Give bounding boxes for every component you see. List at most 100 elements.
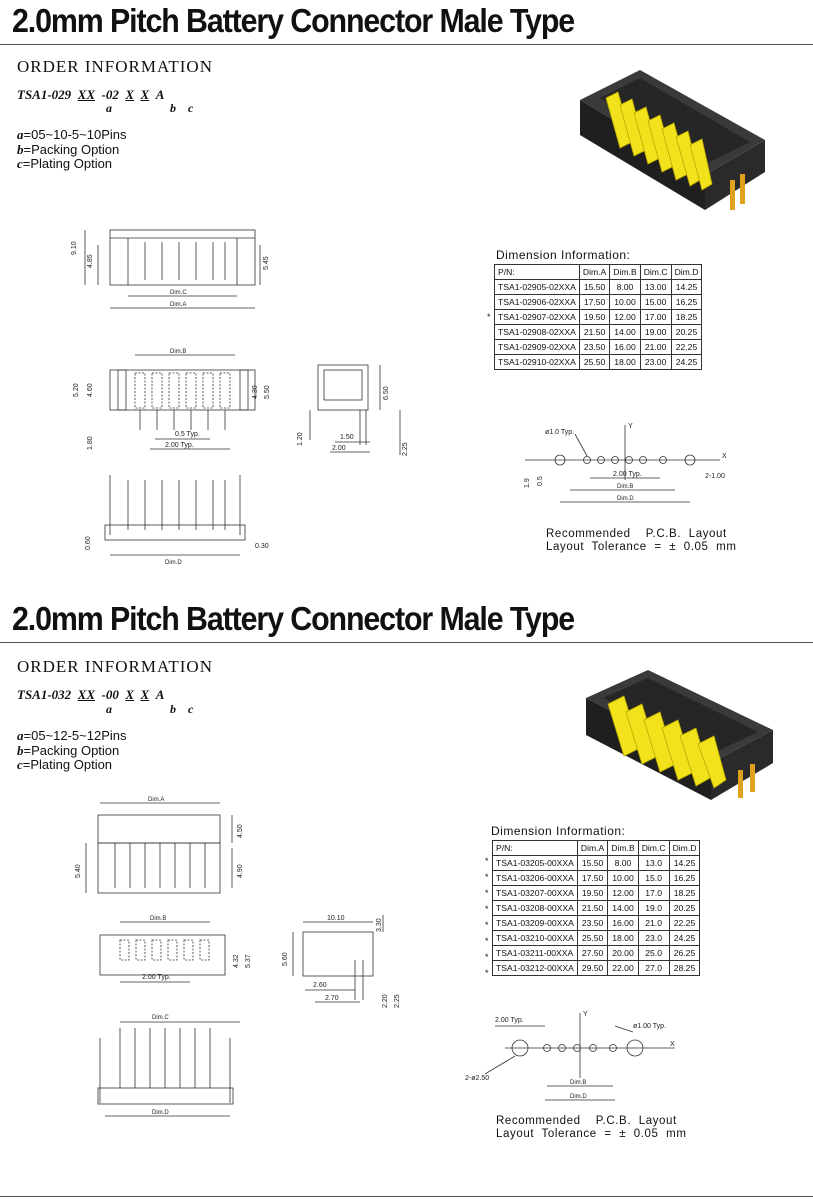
table-cell: 25.0 — [637, 945, 670, 961]
label-5-20: 5.20 — [73, 383, 80, 397]
label-dim-b: Dim.B — [150, 916, 166, 922]
table-cell: 15.0 — [637, 870, 670, 886]
table-cell: TSA1-02907-02XXA — [494, 309, 580, 325]
table-cell: 21.00 — [639, 339, 672, 355]
label-dim-d: Dim.D — [152, 1110, 169, 1116]
row-marker: * — [485, 904, 489, 914]
pcb-dim-d: Dim.D — [617, 496, 634, 502]
label-0-60: 0.60 — [85, 536, 92, 550]
pn-mid: -00 — [101, 687, 119, 702]
pn-c-label: c — [188, 702, 194, 716]
side-view-drawing: 10.10 3.30 5.60 2.60 2.70 2.20 2.25 — [282, 915, 401, 1008]
label-4-30: 4.30 — [252, 385, 259, 399]
label-4-60: 4.60 — [87, 383, 94, 397]
row-marker: * — [485, 888, 489, 898]
table-cell: 28.25 — [668, 960, 701, 976]
table-cell: TSA1-03208-00XXA — [492, 900, 578, 916]
table-cell: 19.50 — [578, 309, 611, 325]
pcb-x-axis: X — [670, 1041, 675, 1048]
option-c: c=Plating Option — [17, 156, 113, 171]
table-header-cell: Dim.B — [607, 840, 639, 856]
label-dim-c: Dim.C — [152, 1015, 169, 1021]
table-cell: 18.00 — [609, 354, 641, 370]
row-marker: * — [487, 312, 491, 322]
bottom-view-drawing: Dim.C Dim.D — [97, 1015, 240, 1117]
option-b: b=Packing Option — [17, 141, 120, 157]
table-cell: 20.00 — [607, 945, 639, 961]
pcb-y-axis: Y — [628, 423, 633, 430]
pn-prefix: TSA1-029 — [17, 87, 72, 102]
table-cell: 29.50 — [576, 960, 609, 976]
pcb-2-00-typ: 2.00 Typ. — [613, 471, 642, 478]
table-cell: 25.50 — [578, 354, 611, 370]
order-options: a=05~12-5~12Pins b=Packing Option c=Plat… — [17, 728, 127, 773]
dimension-heading: Dimension Information: — [496, 248, 631, 262]
label-5-50: 5.50 — [264, 385, 271, 399]
table-cell: 16.00 — [609, 339, 641, 355]
table-cell: 21.0 — [637, 915, 670, 931]
pn-b: X — [125, 87, 135, 102]
label-1-20: 1.20 — [297, 432, 304, 446]
connector-3d-render — [586, 670, 773, 800]
table-cell: 15.50 — [578, 279, 611, 295]
pn-c-label: c — [188, 101, 194, 115]
table-cell: 21.50 — [576, 900, 609, 916]
connector-3d-render — [580, 70, 765, 210]
page-title: 2.0mm Pitch Battery Connector Male Type — [12, 600, 575, 637]
table-header-cell: Dim.A — [576, 840, 609, 856]
pn-suffix: A — [155, 687, 165, 702]
table-cell: 27.0 — [637, 960, 670, 976]
table-cell: 14.25 — [670, 279, 703, 295]
bottom-divider — [0, 1196, 813, 1197]
label-dim-c: Dim.C — [170, 290, 187, 296]
front-section-drawing: Dim.B 5.20 4.60 4.30 5.50 1.80 0.5 Typ. … — [73, 349, 271, 450]
table-cell: 16.25 — [670, 294, 703, 310]
label-5-40: 5.40 — [75, 864, 82, 878]
pcb-x-axis: X — [722, 453, 727, 460]
option-b: b=Packing Option — [17, 742, 120, 758]
pcb-hole-label: ø1.0 Typ. — [545, 429, 574, 436]
table-header-cell: Dim.A — [578, 264, 611, 280]
label-1-80: 1.80 — [87, 436, 94, 450]
table-cell: 14.00 — [607, 900, 639, 916]
row-marker: * — [485, 952, 489, 962]
option-a: a=05~10-5~10Pins — [17, 127, 127, 142]
label-2-00-typ: 2.00 Typ. — [142, 974, 171, 981]
table-cell: 22.25 — [670, 339, 703, 355]
table-cell: 23.00 — [639, 354, 672, 370]
table-cell: 19.50 — [576, 885, 609, 901]
option-c: c=Plating Option — [17, 757, 113, 772]
label-4-50: 4.50 — [237, 824, 244, 838]
table-header-cell: P/N: — [492, 840, 578, 856]
label-3-30: 3.30 — [376, 918, 383, 932]
row-marker: * — [485, 872, 489, 882]
label-1-50: 1.50 — [340, 434, 354, 441]
table-cell: 10.00 — [609, 294, 641, 310]
table-cell: 17.50 — [576, 870, 609, 886]
table-cell: TSA1-03206-00XXA — [492, 870, 578, 886]
table-header-cell: P/N: — [494, 264, 580, 280]
section-1: 2.0mm Pitch Battery Connector Male Type … — [0, 0, 813, 598]
table-cell: 8.00 — [607, 855, 639, 871]
table-cell: TSA1-03209-00XXA — [492, 915, 578, 931]
table-cell: TSA1-03207-00XXA — [492, 885, 578, 901]
table-cell: 14.25 — [668, 855, 701, 871]
table-cell: TSA1-03212-00XXA — [492, 960, 578, 976]
label-2-00-typ: 2.00 Typ. — [165, 442, 194, 449]
order-options: a=05~10-5~10Pins b=Packing Option c=Plat… — [17, 127, 127, 172]
table-cell: TSA1-03211-00XXA — [492, 945, 578, 961]
table-cell: TSA1-02910-02XXA — [494, 354, 580, 370]
table-cell: 10.00 — [607, 870, 639, 886]
label-5-45: 5.45 — [263, 256, 270, 270]
order-heading: ORDER INFORMATION — [17, 57, 213, 76]
table-cell: 13.0 — [637, 855, 670, 871]
